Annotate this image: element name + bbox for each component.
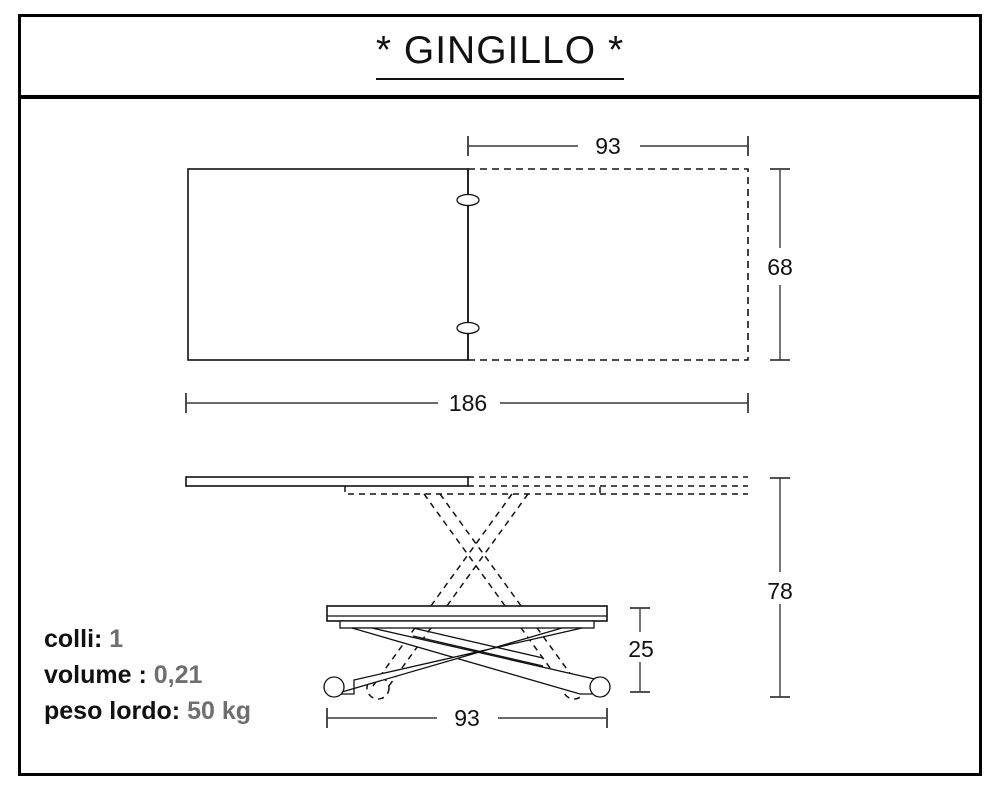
top-view-group: 93 68 (185, 133, 793, 416)
hinge-icon (456, 193, 480, 207)
top-view-dashed-extension (468, 168, 749, 361)
dimension-78: 78 (767, 477, 793, 698)
sheet-border (18, 14, 982, 776)
hinge-icon (456, 321, 480, 335)
side-view-raised-ghost (344, 476, 748, 700)
side-view-tabletop (185, 476, 469, 487)
dimension-label-78: 78 (767, 578, 793, 604)
raised-leg-b2 (385, 493, 529, 691)
spec-peso-lordo: peso lordo: 50 kg (44, 693, 344, 729)
spec-colli: colli: 1 (44, 621, 344, 657)
title-divider (18, 95, 982, 99)
dimension-label-93-bottom: 93 (454, 705, 480, 731)
lowered-brace-b (412, 635, 544, 667)
lowered-brace-a (412, 627, 544, 659)
spec-peso-lordo-value: 50 kg (187, 697, 251, 725)
side-view-group: 25 78 93 (185, 476, 793, 731)
dimension-93-top: 93 (467, 133, 749, 159)
spec-peso-lordo-label: peso lordo: (44, 697, 181, 725)
raised-apron (344, 486, 601, 495)
spec-volume-label: volume : (44, 661, 147, 689)
spec-colli-label: colli: (44, 625, 103, 653)
dimension-label-93-top: 93 (595, 133, 621, 159)
lowered-foot-left-icon (323, 676, 345, 698)
lowered-under-panel (339, 620, 595, 629)
lowered-foot-right-icon (589, 676, 611, 698)
dimension-93-bottom: 93 (326, 705, 608, 731)
lowered-leg-left (334, 627, 583, 695)
raised-leg-a2 (439, 493, 583, 691)
dimension-label-68: 68 (767, 254, 793, 280)
side-view-lowered (185, 476, 611, 698)
lowered-leg-right (351, 627, 600, 695)
dimension-68: 68 (767, 168, 793, 361)
dimension-25: 25 (628, 607, 654, 693)
page-title: * GINGILLO * (375, 30, 625, 80)
lowered-tabletop-slab (326, 605, 608, 622)
dimension-186: 186 (185, 390, 749, 416)
dimension-label-25: 25 (628, 636, 654, 662)
specifications-block: colli: 1 volume : 0,21 peso lordo: 50 kg (44, 621, 344, 729)
raised-leg-b1 (369, 493, 513, 691)
title-block: * GINGILLO * (18, 16, 982, 95)
raised-foot-left-icon (366, 676, 390, 700)
dimension-label-186: 186 (449, 390, 487, 416)
top-view-solid-panel (187, 168, 469, 361)
spec-volume: volume : 0,21 (44, 657, 344, 693)
spec-volume-value: 0,21 (153, 661, 203, 689)
spec-colli-value: 1 (109, 625, 124, 653)
